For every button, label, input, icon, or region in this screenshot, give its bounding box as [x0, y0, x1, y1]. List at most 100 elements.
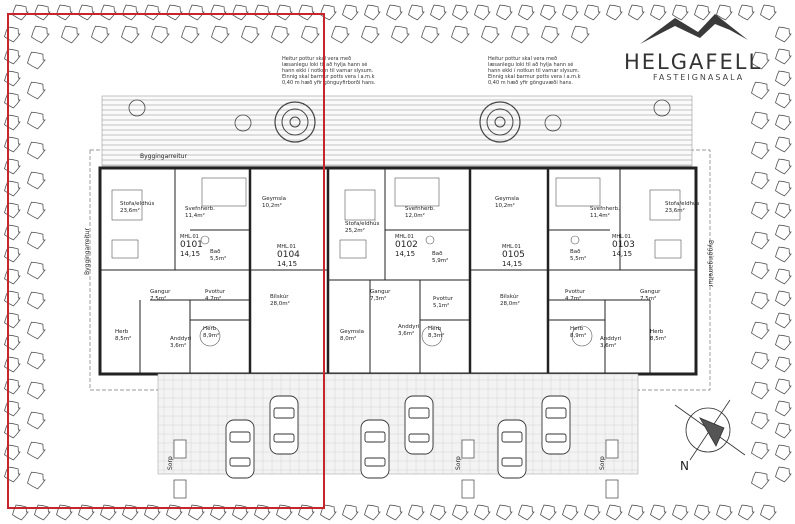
svg-text:0101: 0101 [180, 240, 203, 250]
svg-text:Bað: Bað [432, 251, 443, 257]
car-5 [497, 419, 527, 479]
svg-text:0103: 0103 [612, 240, 635, 250]
svg-text:Herb: Herb [650, 329, 664, 335]
svg-text:8,9m²: 8,9m² [570, 332, 586, 339]
svg-text:Stofa/eldhús: Stofa/eldhús [665, 200, 700, 207]
svg-text:Gangur: Gangur [370, 289, 391, 295]
svg-text:28,0m²: 28,0m² [270, 300, 290, 307]
svg-text:4,7m²: 4,7m² [205, 295, 221, 302]
sorp-label-3: Sorp [599, 456, 606, 470]
svg-text:Þvottur: Þvottur [205, 289, 226, 295]
svg-text:3,6m²: 3,6m² [170, 342, 186, 349]
svg-text:14,15: 14,15 [180, 250, 200, 258]
svg-text:8,3m²: 8,3m² [428, 332, 444, 339]
svg-text:Herb: Herb [428, 326, 442, 332]
svg-text:10,2m²: 10,2m² [495, 202, 515, 209]
room-label: Svefnherb.12,0m² [405, 206, 435, 219]
svg-text:Herb: Herb [570, 326, 584, 332]
svg-text:5,5m²: 5,5m² [210, 255, 226, 262]
svg-text:Gangur: Gangur [640, 289, 661, 295]
logo-title: HELGAFELL [624, 50, 763, 74]
svg-text:Bað: Bað [570, 249, 581, 255]
svg-text:25,2m²: 25,2m² [345, 227, 365, 234]
svg-text:Þvottur: Þvottur [433, 296, 454, 302]
svg-text:8,0m²: 8,0m² [340, 335, 356, 342]
svg-text:14,15: 14,15 [502, 260, 522, 268]
svg-text:MHL.01: MHL.01 [502, 244, 521, 250]
svg-text:MHL.01: MHL.01 [395, 234, 414, 240]
svg-text:Bílskúr: Bílskúr [500, 293, 519, 300]
north-arrow [674, 399, 746, 461]
car-3 [360, 419, 390, 479]
svg-text:10,2m²: 10,2m² [262, 202, 282, 209]
patio-tables [128, 99, 671, 132]
svg-text:Geymsla: Geymsla [340, 329, 364, 335]
svg-text:Svefnherb.: Svefnherb. [185, 206, 215, 212]
svg-text:Geymsla: Geymsla [495, 196, 519, 202]
svg-text:11,4m²: 11,4m² [185, 212, 205, 219]
tree-border [4, 4, 792, 521]
svg-text:23,6m²: 23,6m² [120, 207, 140, 214]
svg-text:Bílskúr: Bílskúr [270, 293, 289, 300]
boundary-label-right: Byggingarreitur [707, 240, 714, 287]
svg-text:11,4m²: 11,4m² [590, 212, 610, 219]
deck-area [101, 95, 693, 167]
svg-text:Anddyri: Anddyri [398, 324, 420, 330]
svg-text:MHL.01: MHL.01 [612, 234, 631, 240]
car-1 [225, 419, 255, 479]
svg-text:0102: 0102 [395, 240, 418, 250]
hot-tubs [274, 101, 521, 143]
car-6 [541, 395, 571, 455]
svg-text:8,5m²: 8,5m² [650, 335, 666, 342]
logo-subtitle: FASTEIGNASALA [653, 73, 745, 82]
room-label: Svefnherb.11,4m² [590, 206, 620, 219]
svg-text:14,15: 14,15 [277, 260, 297, 268]
svg-text:Svefnherb.: Svefnherb. [405, 206, 435, 212]
svg-text:28,0m²: 28,0m² [500, 300, 520, 307]
svg-text:5,5m²: 5,5m² [570, 255, 586, 262]
svg-text:Stofa/eldhús: Stofa/eldhús [120, 200, 155, 207]
svg-text:MHL.01: MHL.01 [180, 234, 199, 240]
svg-text:Gangur: Gangur [150, 289, 171, 295]
boundary-label-top: Byggingarreitur [140, 153, 187, 160]
hot-tub-note-2: Heitur pottur skal vera með læsanlegu lo… [488, 56, 581, 86]
selection-outline [7, 13, 325, 509]
svg-text:14,15: 14,15 [395, 250, 415, 258]
svg-text:12,0m²: 12,0m² [405, 212, 425, 219]
svg-text:Þvottur: Þvottur [565, 289, 586, 295]
svg-text:Bað: Bað [210, 249, 221, 255]
svg-text:MHL.01: MHL.01 [277, 244, 296, 250]
boundary-label-left: Byggingarreitur [84, 228, 91, 275]
svg-text:3,6m²: 3,6m² [600, 342, 616, 349]
svg-text:Herb: Herb [115, 329, 129, 335]
svg-text:Anddyri: Anddyri [170, 336, 192, 342]
svg-text:Svefnherb.: Svefnherb. [590, 206, 620, 212]
svg-text:8,5m²: 8,5m² [115, 335, 131, 342]
svg-text:23,6m²: 23,6m² [665, 207, 685, 214]
svg-text:0104: 0104 [277, 250, 300, 260]
car-2 [269, 395, 299, 455]
sorp-label-1: Sorp [167, 456, 174, 470]
